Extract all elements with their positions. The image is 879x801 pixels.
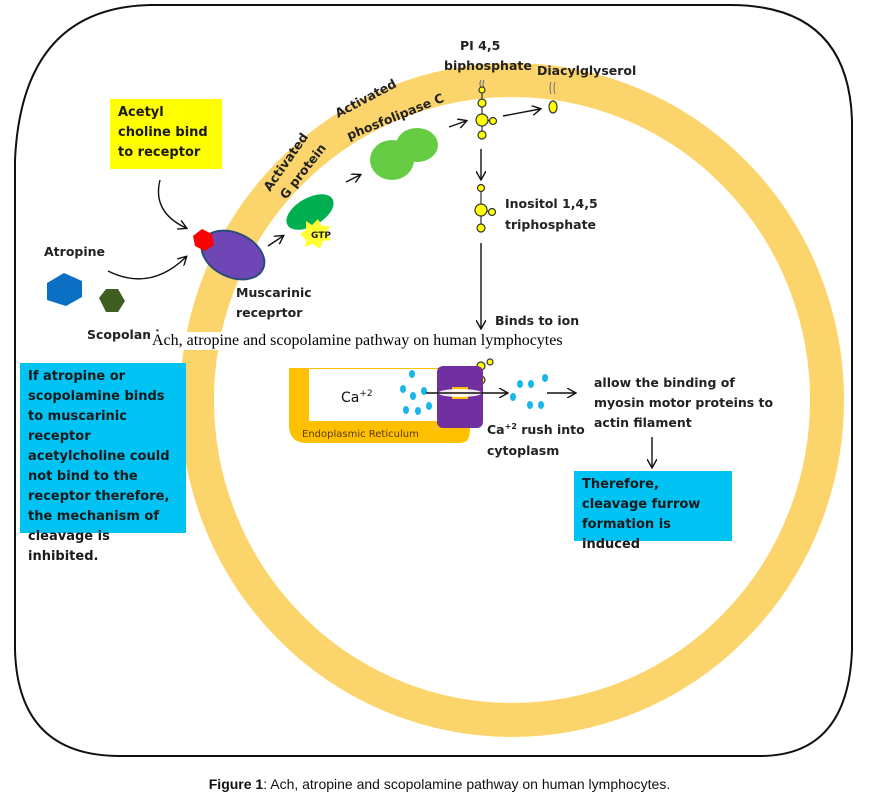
figure-caption: Figure 1: Ach, atropine and scopolamine … [0, 776, 879, 792]
ip3-label-1: Inositol 1,4,5 [505, 196, 598, 211]
acetylcholine-box: Acetyl choline bind to receptor [110, 99, 222, 169]
pathway-arrows [107, 109, 652, 467]
arrow-receptor-to-gprotein [267, 236, 283, 247]
muscarinic-label-1: Muscarinic [236, 285, 312, 300]
arrow-gprotein-to-plc [345, 175, 360, 182]
ca-rush-label-1: Ca+2 rush into [487, 422, 585, 437]
arrow-pip2-to-dag [502, 109, 540, 117]
dag-molecule [548, 81, 558, 114]
figure-label: Figure 1 [208, 776, 264, 792]
gtp-label: GTP [311, 231, 331, 241]
myosin-label-3: actin filament [594, 415, 692, 430]
ca-rush-label-2: cytoplasm [487, 443, 559, 458]
atropine-molecule [47, 273, 82, 306]
scopolamine-molecule [99, 289, 125, 312]
scopolamine-label: Scopolami [87, 327, 160, 342]
g-protein [286, 194, 334, 230]
inhibition-note-box: If atropine or scopolamine binds to musc… [20, 363, 186, 564]
myosin-label-2: myosin motor proteins to [594, 395, 774, 410]
cell-frame [14, 4, 853, 757]
atropine-label: Atropine [44, 244, 105, 259]
dag-label: Diacylglyserol [537, 63, 636, 78]
ca-er-label: Ca+2 [341, 389, 373, 406]
calcium-ions-cytoplasm [510, 374, 548, 409]
figure-caption-text: : Ach, atropine and scopolamine pathway … [263, 776, 671, 792]
pip2-label-1: PI 4,5 [460, 38, 500, 53]
pip2-molecule [475, 79, 498, 140]
arrow-atropine-to-receptor [107, 257, 186, 280]
binds-ion-label: Binds to ion [495, 313, 579, 328]
ip3-label-2: triphosphate [505, 217, 596, 232]
arrow-ach-to-receptor [157, 179, 186, 228]
phospholipase-c [370, 128, 438, 180]
acetylcholine-molecule [193, 229, 214, 251]
gtp-burst [300, 219, 331, 249]
cell-membrane [180, 63, 844, 737]
overlay-caption: Ach, atropine and scopolamine pathway on… [150, 332, 565, 350]
muscarinic-label-2: receprtor [236, 305, 303, 320]
pip2-label-2: biphosphate [444, 58, 532, 73]
cleavage-furrow-box: Therefore, cleavage furrow formation is … [574, 471, 732, 552]
ip3-molecule [474, 183, 497, 233]
calcium-channel [437, 366, 483, 428]
arrow-plc-to-pip2 [448, 121, 466, 127]
calcium-ions-er [400, 370, 432, 415]
er-label: Endoplasmic Reticulum [302, 429, 419, 440]
myosin-label-1: allow the binding of [594, 375, 735, 390]
